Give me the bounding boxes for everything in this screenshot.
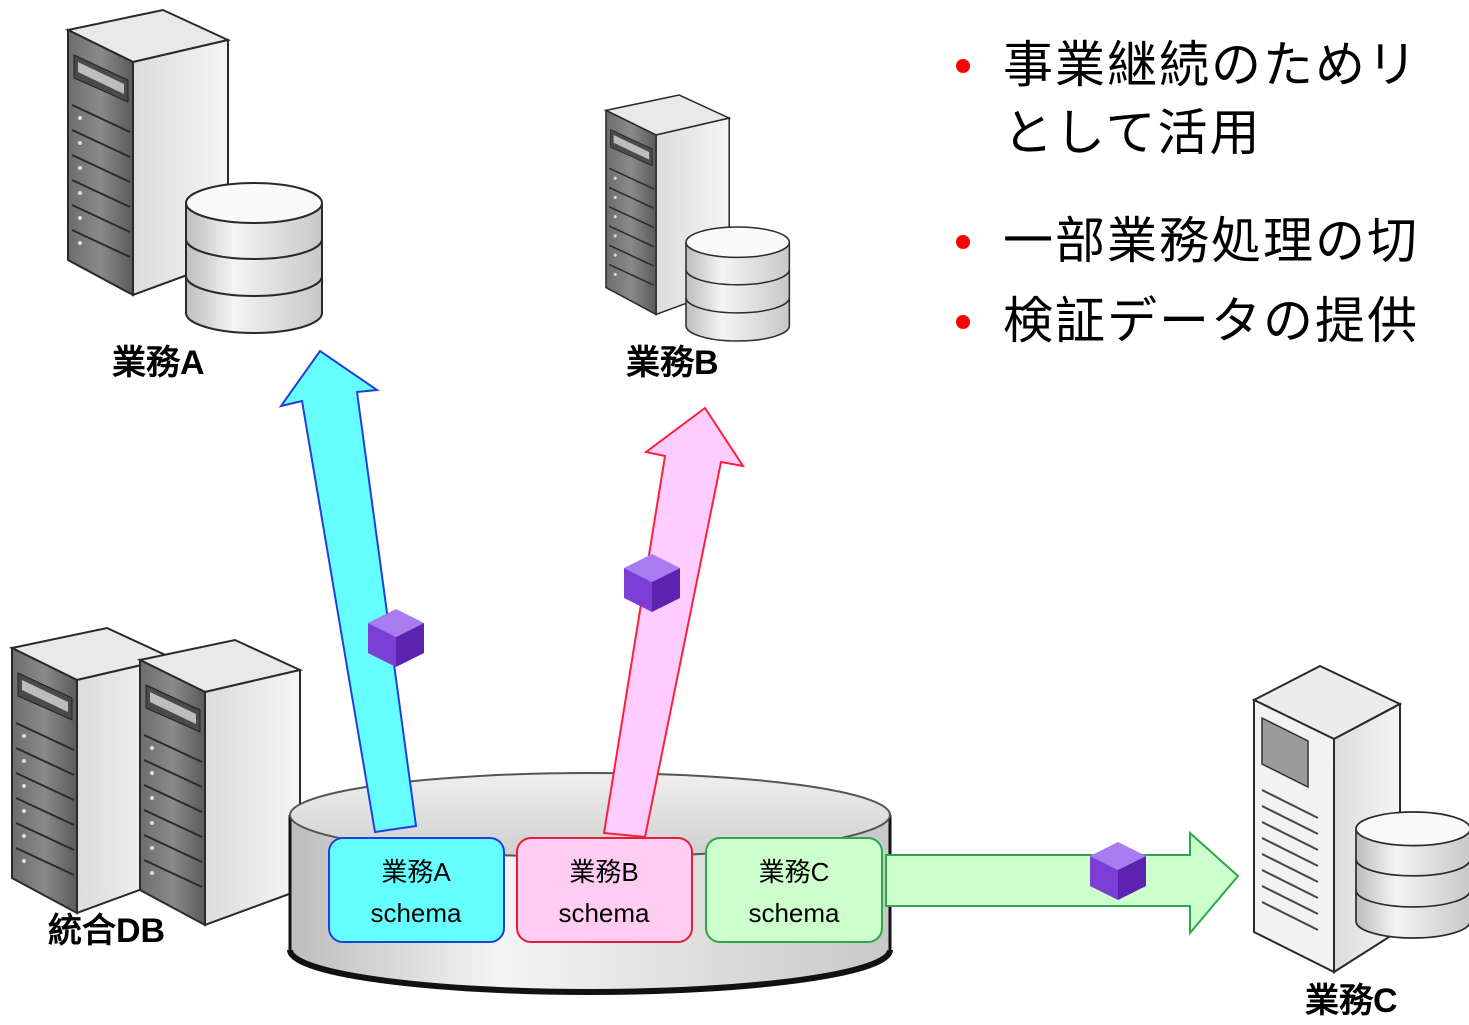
schema-a-box: 業務A schema <box>328 837 505 943</box>
bullet-1-line2: として活用 <box>1003 104 1262 162</box>
bullet-list: 事業継続のためリ として活用 一部業務処理の切 検証データの提供 <box>956 36 1419 350</box>
server-b-db-icon <box>685 226 791 342</box>
bullet-3-text: 検証データの提供 <box>1003 292 1419 350</box>
bullet-1-line1: 事業継続のためリ <box>1003 36 1419 94</box>
bullet-dot <box>956 59 970 73</box>
replication-arrow-b <box>602 406 746 839</box>
schema-b-subtitle: schema <box>558 898 650 928</box>
bullet-dot <box>956 315 970 329</box>
server-a-icon <box>67 9 323 334</box>
schema-b-title: 業務B <box>569 857 638 887</box>
integrated-db-label: 統合DB <box>48 912 165 950</box>
server-c-db-icon <box>1355 811 1469 939</box>
replication-arrow-c <box>885 830 1240 936</box>
schema-c-title: 業務C <box>759 857 830 887</box>
server-c-label: 業務C <box>1305 982 1398 1020</box>
bullet-dot <box>956 235 970 249</box>
schema-a-subtitle: schema <box>370 898 462 928</box>
server-c-icon <box>1251 664 1403 974</box>
schema-b-box: 業務B schema <box>516 837 693 943</box>
server-a-label: 業務A <box>112 344 205 382</box>
schema-a-title: 業務A <box>381 857 451 887</box>
schema-c-box: 業務C schema <box>705 837 883 943</box>
schema-c-subtitle: schema <box>748 898 840 928</box>
bullet-2-text: 一部業務処理の切 <box>1003 212 1419 270</box>
replication-arrow-a <box>278 349 418 834</box>
server-b-label: 業務B <box>626 344 719 382</box>
integrated-db-server-icon <box>11 627 301 926</box>
